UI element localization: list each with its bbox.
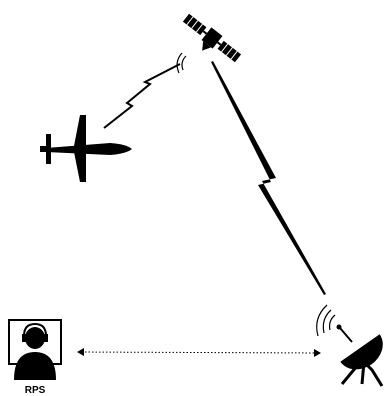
rps-label: RPS <box>25 385 46 396</box>
satellite-dish-icon <box>336 324 384 387</box>
pilot-workstation-icon <box>8 319 62 380</box>
dish-signal-waves <box>316 304 336 337</box>
rps-ground-link <box>77 348 321 357</box>
drone-aircraft-icon <box>40 115 132 182</box>
satellite-ground-link <box>211 61 326 295</box>
satellite-signal-waves <box>176 52 187 74</box>
satellite-icon <box>182 13 242 63</box>
uav-satellite-link <box>103 63 181 129</box>
